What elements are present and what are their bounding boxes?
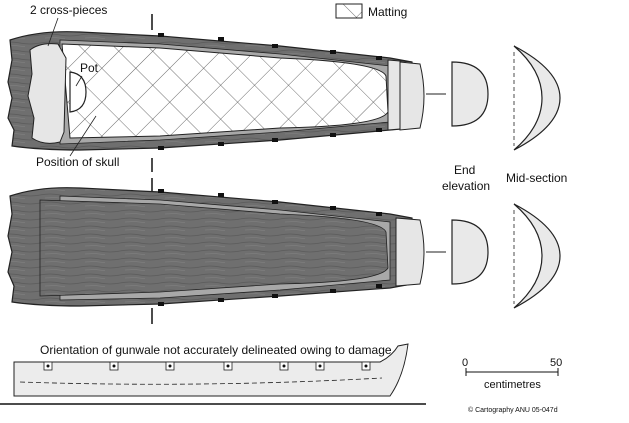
legend-matting-label: Matting	[368, 5, 407, 19]
end-elevation-label-2: elevation	[442, 179, 490, 193]
side-elevation-floor-line	[19, 377, 383, 385]
cross-pieces-leader	[47, 17, 59, 47]
scale-bar: 0 50 centimetres	[462, 357, 562, 391]
mid-section-top	[513, 45, 561, 151]
mid-section-bottom	[513, 203, 561, 309]
pegs-bottom	[158, 189, 382, 306]
end-elevation-label-1: End	[454, 163, 475, 177]
coffin-bottom-end-cap	[395, 217, 425, 287]
pot-outline	[69, 71, 87, 113]
legend-matting-swatch	[335, 3, 363, 19]
scale-bar-max: 50	[550, 357, 562, 369]
pegs-top	[158, 33, 382, 150]
scale-bar-min: 0	[462, 357, 468, 369]
end-elevation-bottom	[451, 219, 489, 285]
coffin-bottom-plan	[7, 187, 425, 307]
legend-matting: Matting	[335, 3, 407, 19]
end-elevation-top	[451, 61, 489, 127]
side-elevation-peg-dots	[46, 364, 368, 368]
mid-section-label: Mid-section	[506, 171, 567, 185]
scale-bar-unit: centimetres	[484, 379, 541, 391]
credit-text: © Cartography ANU 05-047d	[468, 406, 558, 414]
cross-piece-left	[27, 43, 67, 144]
coffin-top-end-cap	[399, 61, 425, 131]
coffin-top-plan	[7, 31, 425, 151]
skull-leader	[69, 115, 97, 157]
pot-leader	[75, 75, 83, 87]
gunwale-note: Orientation of gunwale not accurately de…	[40, 343, 392, 357]
cross-pieces-label: 2 cross-pieces	[30, 3, 107, 17]
side-elevation	[13, 343, 409, 397]
coffin-bottom-interior	[39, 199, 389, 297]
position-of-skull-label: Position of skull	[36, 155, 119, 169]
pot-label: Pot	[80, 61, 99, 75]
